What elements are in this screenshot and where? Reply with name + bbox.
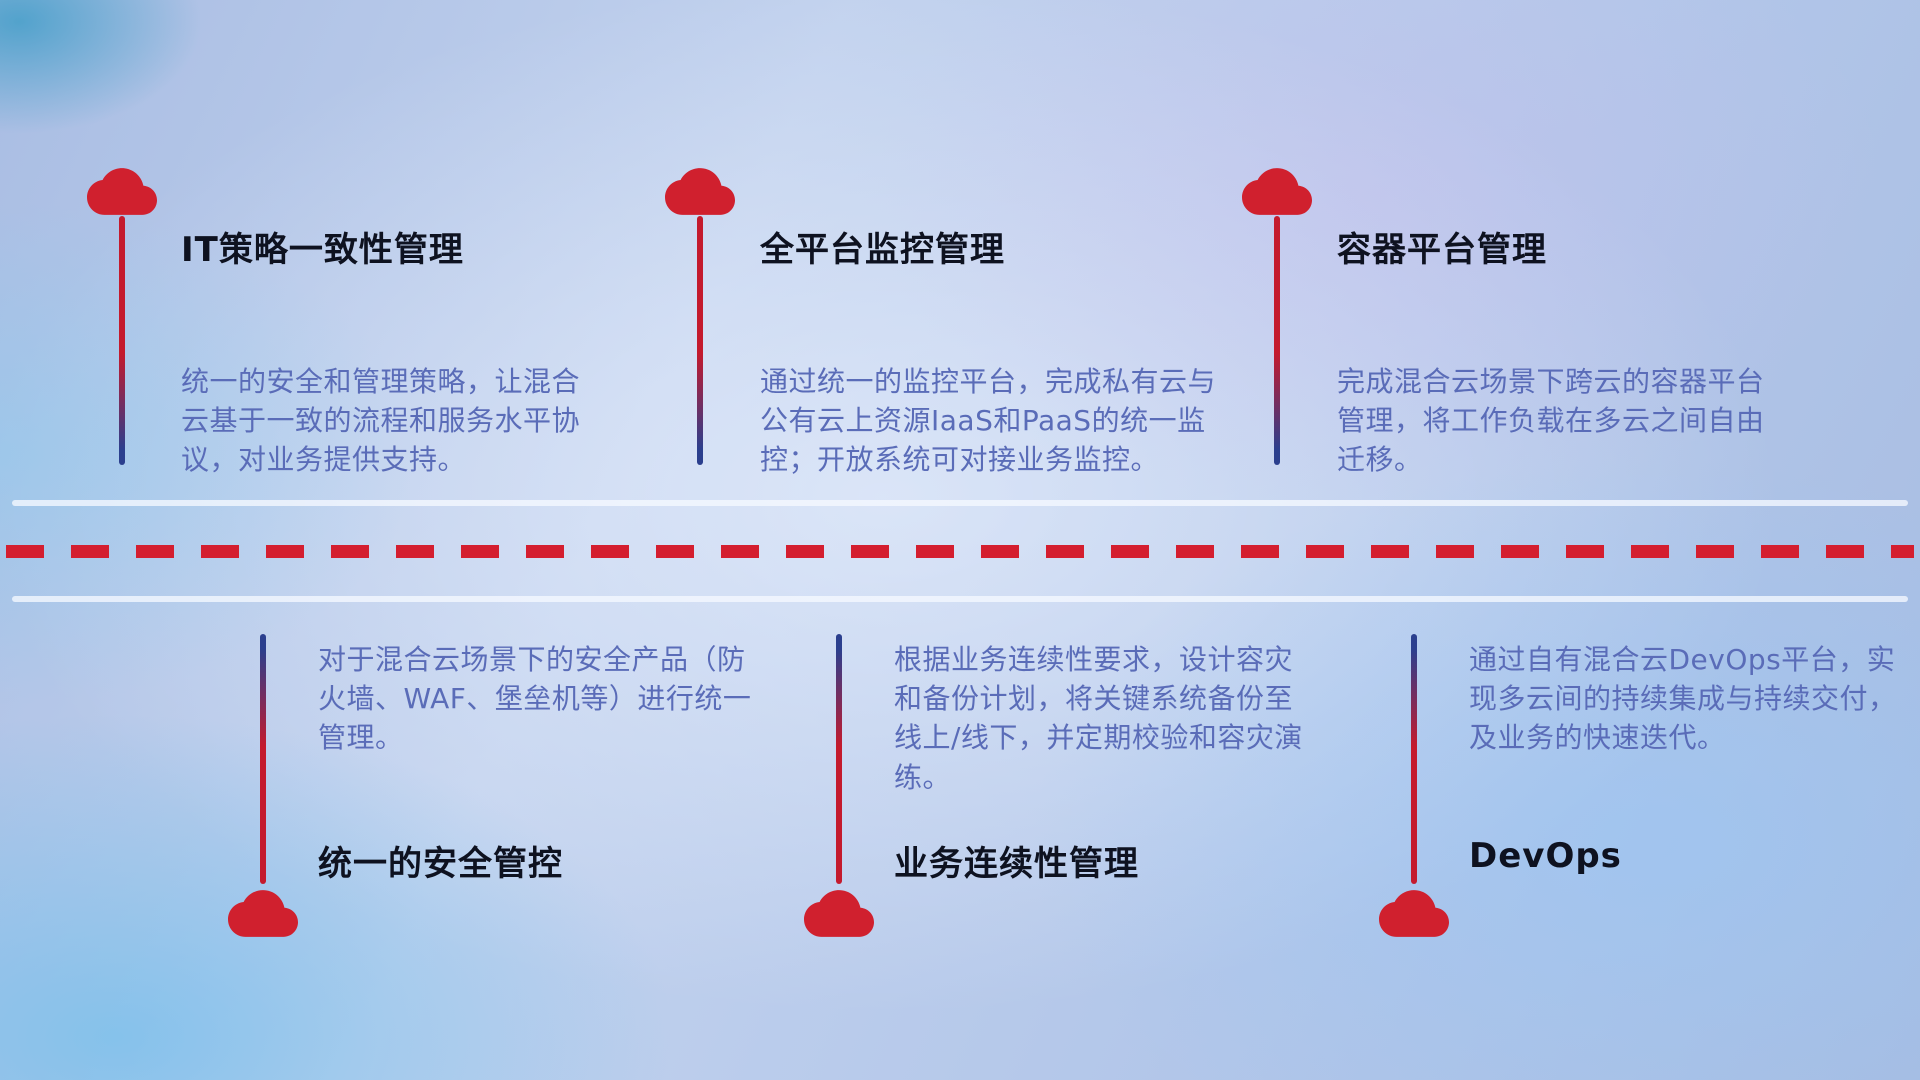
cloud-icon <box>665 168 735 215</box>
feature-title: 全平台监控管理 <box>760 230 1005 270</box>
timeline-connector <box>1411 634 1417 884</box>
feature-description: 通过自有混合云DevOps平台，实现多云间的持续集成与持续交付，及业务的快速迭代… <box>1469 643 1897 755</box>
divider-line-bottom <box>12 596 1908 602</box>
divider-line-top <box>12 500 1908 506</box>
feature-description: 通过统一的监控平台，完成私有云与公有云上资源IaaS和PaaS的统一监控；开放系… <box>760 365 1217 477</box>
cloud-icon <box>804 890 874 937</box>
feature-description: 完成混合云场景下跨云的容器平台管理，将工作负载在多云之间自由迁移。 <box>1337 365 1765 477</box>
cloud-icon <box>1379 890 1449 937</box>
cloud-icon <box>1242 168 1312 215</box>
feature-description: 统一的安全和管理策略，让混合云基于一致的流程和服务水平协议，对业务提供支持。 <box>181 365 581 477</box>
timeline-connector <box>836 634 842 884</box>
dashed-timeline <box>6 545 1914 558</box>
timeline-connector <box>260 634 266 884</box>
feature-title: 业务连续性管理 <box>894 844 1139 884</box>
feature-title: DevOps <box>1469 836 1622 876</box>
feature-description: 根据业务连续性要求，设计容灾和备份计划，将关键系统备份至线上/线下，并定期校验和… <box>894 643 1303 794</box>
feature-description: 对于混合云场景下的安全产品（防火墙、WAF、堡垒机等）进行统一管理。 <box>318 643 752 755</box>
cloud-icon <box>87 168 157 215</box>
timeline-connector <box>119 216 125 465</box>
timeline-connector <box>697 216 703 465</box>
timeline-connector <box>1274 216 1280 465</box>
feature-title: IT策略一致性管理 <box>181 230 464 270</box>
feature-title: 容器平台管理 <box>1337 230 1547 270</box>
cloud-icon <box>228 890 298 937</box>
feature-title: 统一的安全管控 <box>318 844 563 884</box>
